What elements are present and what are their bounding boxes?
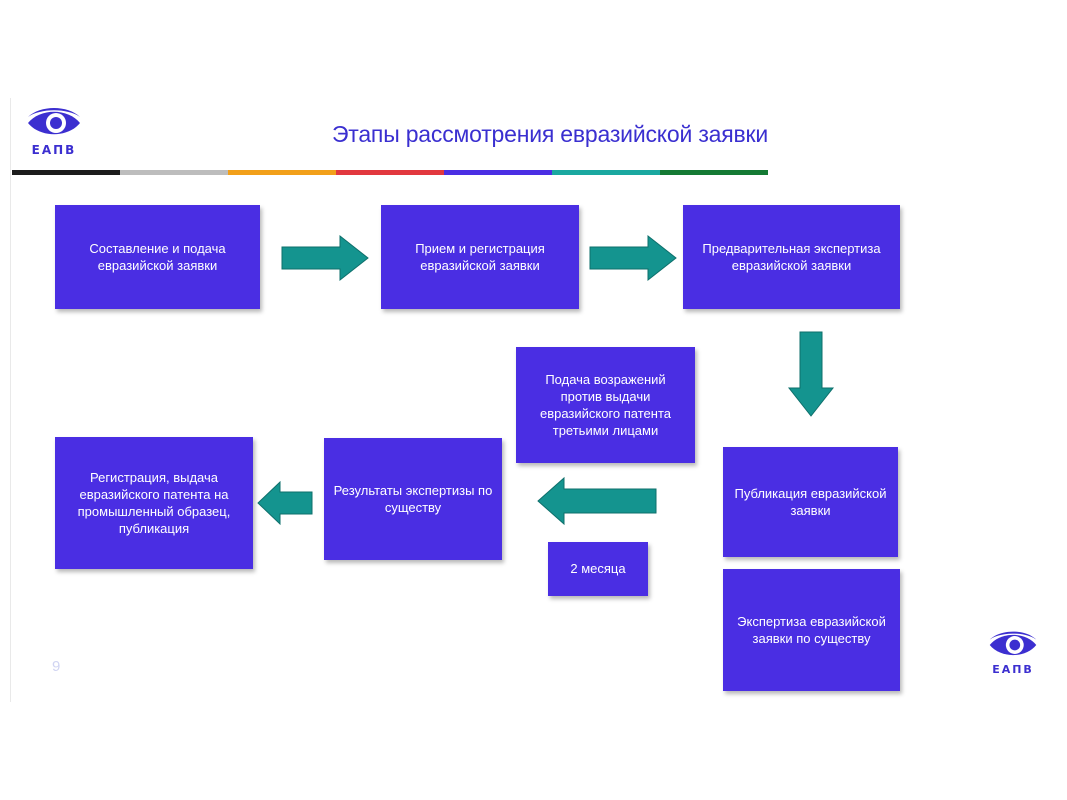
step-substantive: Экспертиза евразийской заявки по существ…	[723, 569, 900, 691]
step-results: Результаты экспертизы по существу	[324, 438, 502, 560]
step-submission: Составление и подача евразийской заявки	[55, 205, 260, 309]
page-title: Этапы рассмотрения евразийской заявки	[331, 121, 769, 147]
step-objection: Подача возражений против выдачи евразийс…	[516, 347, 695, 463]
bar-segment-green	[660, 170, 768, 175]
step-grant: Регистрация, выдача евразийского патента…	[55, 437, 253, 569]
step-registration-label: Прием и регистрация евразийской заявки	[415, 240, 545, 273]
logo-text: EAПВ	[992, 663, 1034, 676]
step-registration: Прием и регистрация евразийской заявки	[381, 205, 579, 309]
slide-left-edge	[10, 98, 11, 702]
bar-segment-orange	[228, 170, 336, 175]
bar-segment-gray	[120, 170, 228, 175]
arrow-left-icon	[257, 480, 313, 526]
bar-segment-violet	[444, 170, 552, 175]
step-publication: Публикация евразийской заявки	[723, 447, 898, 557]
period-box: 2 месяца	[548, 542, 648, 596]
bar-segment-teal	[552, 170, 660, 175]
color-bar	[12, 170, 768, 175]
bar-segment-red	[336, 170, 444, 175]
step-submission-label: Составление и подача евразийской заявки	[89, 240, 226, 273]
eapo-logo-top: EAПВ	[24, 104, 84, 158]
step-grant-label: Регистрация, выдача евразийского патента…	[77, 469, 231, 537]
arrow-left-icon	[537, 476, 657, 526]
step-preliminary: Предварительная экспертиза евразийской з…	[683, 205, 900, 309]
eye-logo-icon	[989, 631, 1037, 656]
step-preliminary-label: Предварительная экспертиза евразийской з…	[702, 240, 881, 273]
arrow-down-icon	[787, 331, 835, 417]
period-label: 2 месяца	[570, 561, 626, 577]
step-publication-label: Публикация евразийской заявки	[734, 485, 887, 518]
step-substantive-label: Экспертиза евразийской заявки по существ…	[737, 613, 886, 646]
arrow-right-icon	[589, 234, 677, 282]
step-objection-label: Подача возражений против выдачи евразийс…	[539, 371, 672, 439]
eye-logo-icon	[28, 108, 80, 135]
page-number: 9	[52, 658, 61, 675]
arrow-right-icon	[281, 234, 369, 282]
bar-segment-black	[12, 170, 120, 175]
step-results-label: Результаты экспертизы по существу	[333, 482, 493, 515]
logo-text: EAПВ	[31, 143, 77, 157]
eapo-logo-bottom: EAПВ	[986, 628, 1040, 676]
